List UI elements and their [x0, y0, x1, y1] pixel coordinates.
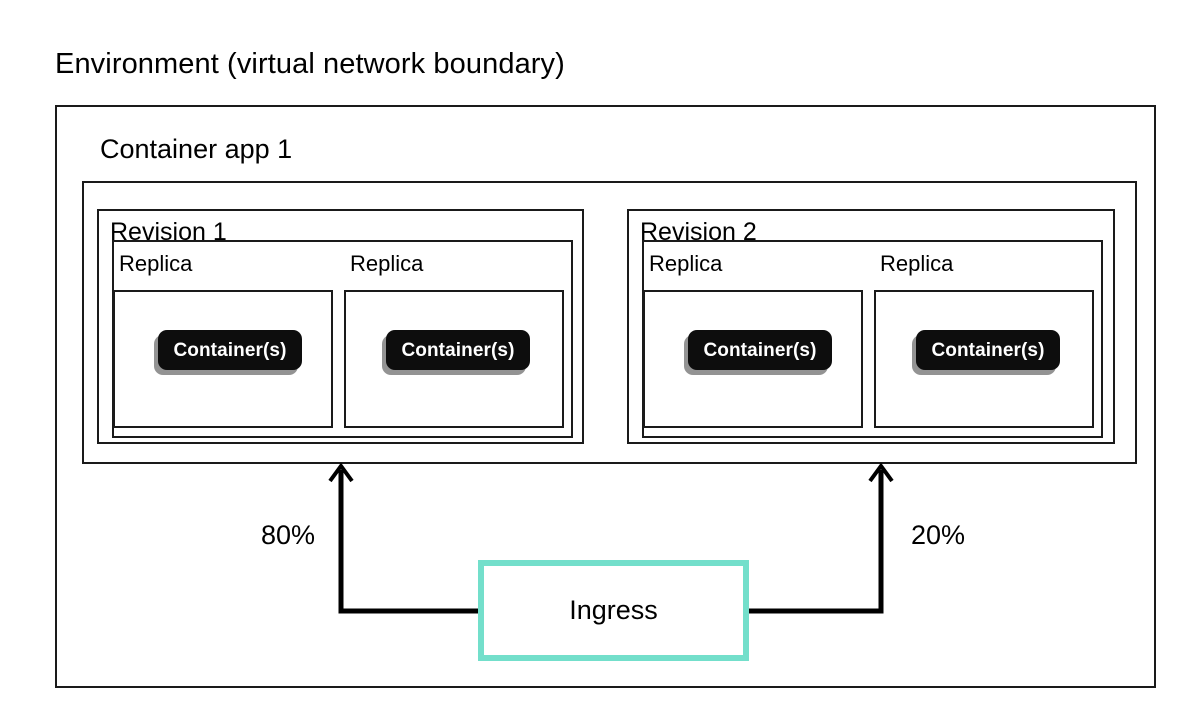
environment-title: Environment (virtual network boundary) — [55, 48, 565, 80]
replica-label: Replica — [880, 251, 954, 276]
container-badge: Container(s) — [916, 330, 1060, 370]
ingress-label: Ingress — [569, 595, 658, 625]
ingress-box: Ingress — [478, 560, 749, 661]
container-badge-label: Container(s) — [173, 339, 287, 361]
container-badge: Container(s) — [158, 330, 302, 370]
replica-label: Replica — [350, 251, 424, 276]
container-badge: Container(s) — [688, 330, 832, 370]
container-badge-label: Container(s) — [401, 339, 515, 361]
replica-label: Replica — [649, 251, 723, 276]
container-badge-label: Container(s) — [703, 339, 817, 361]
container-badge-label: Container(s) — [931, 339, 1045, 361]
container-badge: Container(s) — [386, 330, 530, 370]
traffic-percentage-revision-2: 20% — [911, 520, 966, 550]
replica-label: Replica — [119, 251, 193, 276]
container-app-title: Container app 1 — [100, 134, 293, 164]
traffic-percentage-revision-1: 80% — [261, 520, 316, 550]
